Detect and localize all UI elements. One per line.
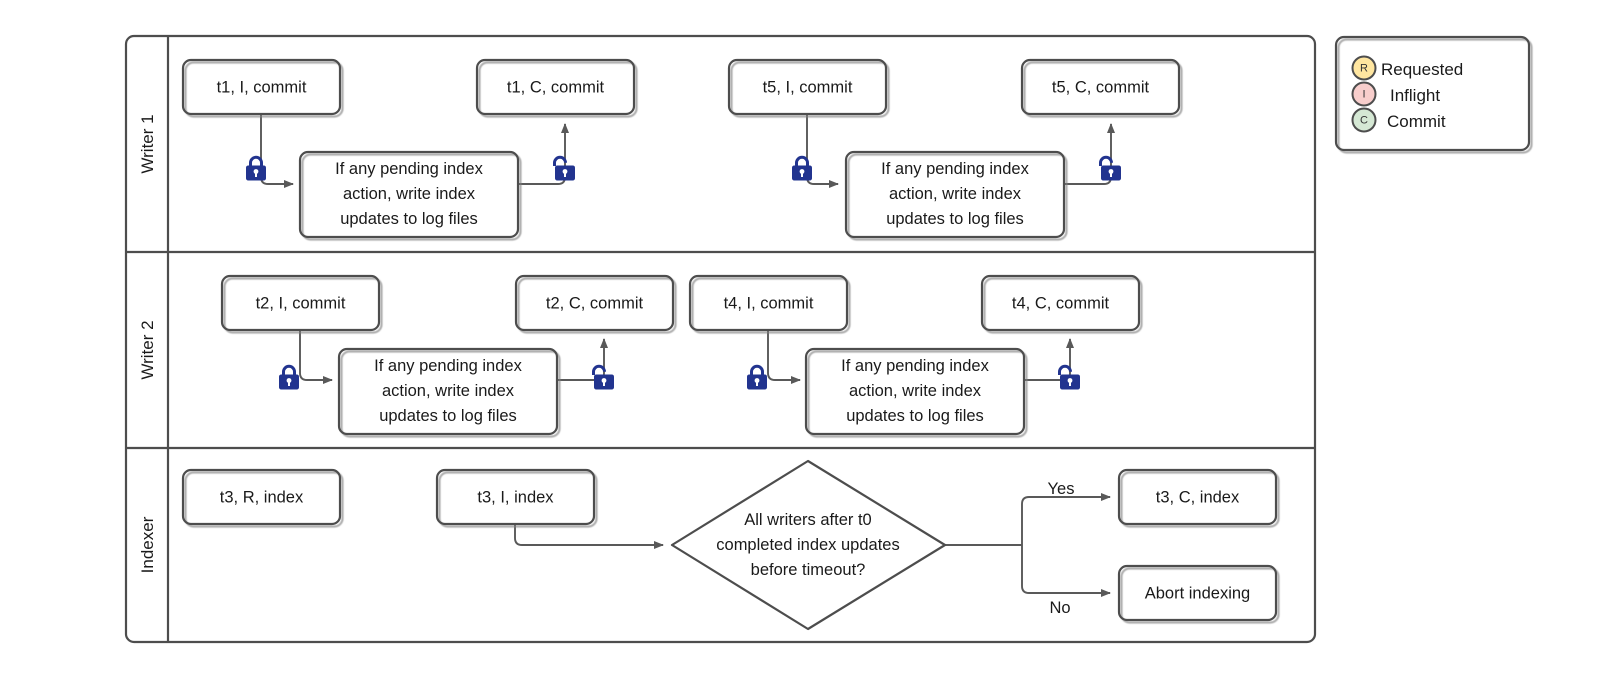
node-label: t2, I, commit xyxy=(256,294,346,312)
edge-t2proc-to-t2c xyxy=(557,338,608,381)
node-label: t1, C, commit xyxy=(507,78,605,96)
node-label: t5, I, commit xyxy=(763,78,853,96)
process-line-2: action, write index xyxy=(343,185,476,203)
lane-title-writer-2: Writer 2 xyxy=(138,320,157,379)
process-line-3: updates to log files xyxy=(379,407,517,425)
node-t1-inflight[interactable]: t1, I, commit xyxy=(181,58,342,116)
node-label: t3, I, index xyxy=(477,488,554,506)
indexer-edges: Yes No xyxy=(514,480,1111,617)
node-label: t4, I, commit xyxy=(724,294,814,312)
node-label: t5, C, commit xyxy=(1052,78,1150,96)
legend-glyph-r: R xyxy=(1360,63,1368,75)
process-line-1: If any pending index xyxy=(841,357,989,375)
node-t2-inflight[interactable]: t2, I, commit xyxy=(220,274,381,332)
node-label: t2, C, commit xyxy=(546,294,644,312)
node-label: Abort indexing xyxy=(1145,584,1251,602)
process-line-3: updates to log files xyxy=(340,210,478,228)
decision-line-1: All writers after t0 xyxy=(744,511,871,529)
node-t3-requested[interactable]: t3, R, index xyxy=(181,468,342,526)
node-t4-commit[interactable]: t4, C, commit xyxy=(980,274,1141,332)
lane-title-writer-1: Writer 1 xyxy=(138,114,157,173)
node-decision[interactable]: All writers after t0 completed index upd… xyxy=(670,459,947,631)
node-t5-inflight[interactable]: t5, I, commit xyxy=(727,58,888,116)
node-t1-process[interactable]: If any pending index action, write index… xyxy=(298,150,520,239)
node-t2-commit[interactable]: t2, C, commit xyxy=(514,274,675,332)
edge-label-yes: Yes xyxy=(1048,480,1075,498)
node-t5-process[interactable]: If any pending index action, write index… xyxy=(844,150,1066,239)
swimlane-pool xyxy=(124,34,1317,644)
legend-panel: R Requested I Inflight C Commit xyxy=(1334,35,1531,152)
legend-glyph-c: C xyxy=(1360,115,1368,127)
unlock-icon xyxy=(1099,155,1121,181)
process-line-1: If any pending index xyxy=(335,160,483,178)
legend-label-inflight: Inflight xyxy=(1390,86,1440,105)
legend-item-requested: R Requested xyxy=(1351,55,1463,81)
edge-t3i-to-decision xyxy=(514,524,664,549)
edge-decision-no xyxy=(1021,545,1111,597)
node-t2-process[interactable]: If any pending index action, write index… xyxy=(337,347,559,436)
unlock-icon xyxy=(553,155,575,181)
node-t5-commit[interactable]: t5, C, commit xyxy=(1020,58,1181,116)
edge-t4i-to-t4proc xyxy=(767,329,801,384)
node-t4-process[interactable]: If any pending index action, write index… xyxy=(804,347,1026,436)
decision-line-2: completed index updates xyxy=(716,536,899,554)
legend-label-requested: Requested xyxy=(1381,60,1463,79)
lock-icon xyxy=(792,155,812,181)
lock-icon xyxy=(747,364,767,390)
node-label: t3, R, index xyxy=(220,488,304,506)
edge-label-no: No xyxy=(1049,599,1070,617)
process-line-1: If any pending index xyxy=(881,160,1029,178)
process-line-3: updates to log files xyxy=(846,407,984,425)
node-t4-inflight[interactable]: t4, I, commit xyxy=(688,274,849,332)
node-label: t1, I, commit xyxy=(217,78,307,96)
legend-label-commit: Commit xyxy=(1387,112,1446,131)
edge-t2i-to-t2proc xyxy=(299,329,333,384)
process-line-2: action, write index xyxy=(382,382,515,400)
node-t1-commit[interactable]: t1, C, commit xyxy=(475,58,636,116)
node-abort-indexing[interactable]: Abort indexing xyxy=(1117,564,1278,622)
legend-item-commit: C Commit xyxy=(1351,107,1446,133)
edge-decision-yes xyxy=(1021,493,1111,545)
legend-item-inflight: I Inflight xyxy=(1351,81,1440,107)
legend-glyph-i: I xyxy=(1362,89,1365,101)
node-label: t3, C, index xyxy=(1156,488,1240,506)
node-t3-inflight[interactable]: t3, I, index xyxy=(435,468,596,526)
node-label: t4, C, commit xyxy=(1012,294,1110,312)
pool-outline xyxy=(124,34,1317,644)
decision-line-3: before timeout? xyxy=(751,561,866,579)
node-t3-commit[interactable]: t3, C, index xyxy=(1117,468,1278,526)
unlock-icon xyxy=(1058,364,1080,390)
lock-icon xyxy=(246,155,266,181)
process-line-3: updates to log files xyxy=(886,210,1024,228)
process-line-2: action, write index xyxy=(889,185,1022,203)
process-line-1: If any pending index xyxy=(374,357,522,375)
lane-title-indexer: Indexer xyxy=(138,516,157,573)
lock-icon xyxy=(279,364,299,390)
process-line-2: action, write index xyxy=(849,382,982,400)
unlock-icon xyxy=(592,364,614,390)
edge-t4proc-to-t4c xyxy=(1024,338,1074,381)
